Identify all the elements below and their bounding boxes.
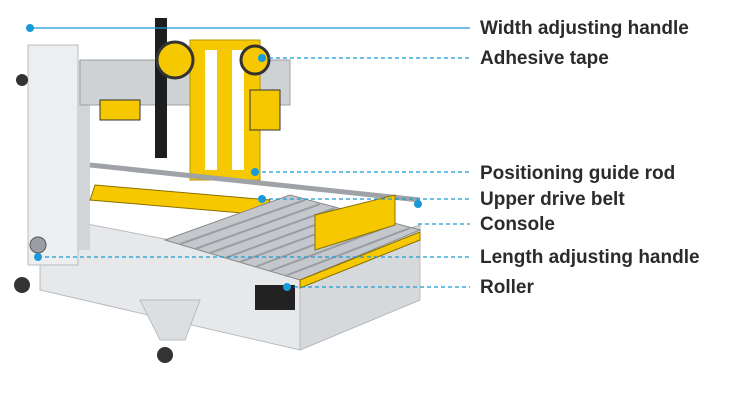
drive-belt — [89, 184, 271, 216]
marker-dot — [258, 54, 266, 62]
tape-roll — [155, 40, 195, 80]
left-column — [27, 44, 79, 266]
marker-dot — [251, 168, 259, 176]
cable-chain — [155, 18, 167, 158]
label-positioning-guide-rod: Positioning guide rod — [480, 163, 676, 184]
label-console: Console — [480, 214, 555, 235]
guide-rod — [89, 162, 421, 203]
marker-dot — [283, 283, 291, 291]
label-roller: Roller — [480, 277, 534, 298]
label-adhesive-tape: Adhesive tape — [480, 48, 609, 69]
label-upper-drive-belt: Upper drive belt — [480, 189, 625, 210]
marker-dot — [26, 24, 34, 32]
marker-dot — [258, 195, 266, 203]
marker-dot — [34, 253, 42, 261]
hopper — [139, 299, 201, 341]
label-length-adjusting-handle: Length adjusting handle — [480, 247, 700, 268]
label-width-adjusting-handle: Width adjusting handle — [480, 18, 689, 39]
marker-dot — [414, 200, 422, 208]
